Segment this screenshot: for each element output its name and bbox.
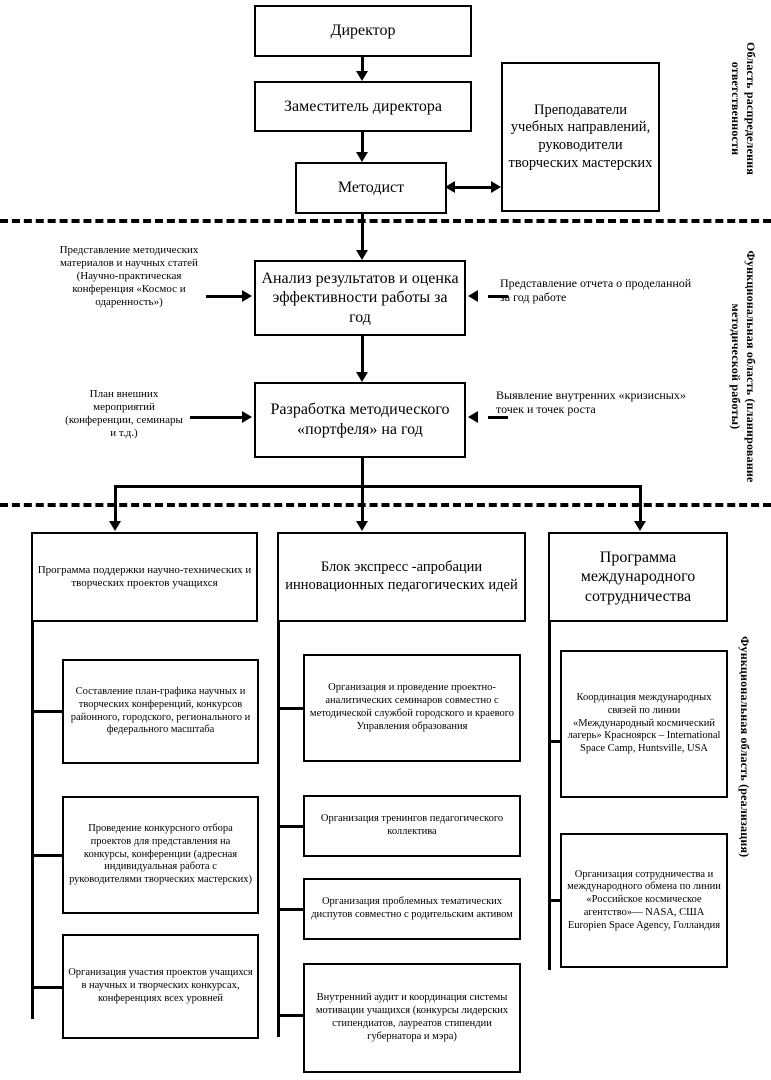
box-column-header-express-approbation-label: Блок экспресс -апробации инновационных п… (285, 559, 518, 593)
box-col1-item-3-label: Организация участия проектов учащихся в … (68, 967, 253, 1004)
box-col2-item-3[interactable]: Организация проблемных тематических дисп… (303, 878, 521, 940)
box-col1-item-1-label: Составление план-графика научных и творч… (70, 685, 251, 736)
connector-note-analysis-right (488, 295, 508, 298)
box-col2-item-1-label: Организация и проведение проектно-аналит… (309, 682, 515, 732)
arrowhead-methodist-teachers-left (445, 181, 455, 193)
box-deputy-director[interactable]: Заместитель директора (254, 81, 472, 132)
note-external-events-plan: План внешних мероприятий (конференции, с… (65, 388, 183, 439)
box-col1-item-3[interactable]: Организация участия проектов учащихся в … (62, 934, 259, 1039)
connector-col3-item-1 (548, 740, 562, 743)
box-column-header-express-approbation[interactable]: Блок экспресс -апробации инновационных п… (277, 532, 526, 622)
box-col2-item-4[interactable]: Внутренний аудит и координация системы м… (303, 963, 521, 1073)
spine-column-2 (277, 622, 280, 1037)
box-col2-item-3-label: Организация проблемных тематических дисп… (311, 896, 513, 920)
box-col1-item-2-label: Проведение конкурсного отбора проектов д… (69, 823, 252, 886)
box-methodical-portfolio-label: Разработка методического «портфеля» на г… (270, 401, 450, 438)
connector-col1-item-3 (31, 986, 64, 989)
arrowhead-methodist-analysis (356, 250, 368, 260)
connector-methodist-teachers (453, 186, 497, 189)
connector-col1-item-2 (31, 854, 64, 857)
arrowhead-note-analysis-right (468, 290, 478, 302)
box-teachers[interactable]: Преподаватели учебных направлений, руков… (501, 62, 660, 212)
arrowhead-branch-col1 (109, 521, 121, 531)
box-col3-item-1-label: Координация международных связей по лини… (567, 692, 721, 755)
box-methodist-label: Методист (337, 179, 405, 197)
box-deputy-director-label: Заместитель директора (283, 97, 443, 115)
connector-note-portfolio-left (190, 416, 244, 419)
note-crisis-growth-points: Выявление внутренних «кризисных» точек и… (496, 388, 686, 417)
side-caption-realization: Функциональная область (реализация) (738, 636, 752, 858)
arrowhead-branch-col2 (356, 521, 368, 531)
box-director[interactable]: Директор (254, 5, 472, 57)
arrowhead-methodist-teachers-right (491, 181, 501, 193)
box-column-header-support-program[interactable]: Программа поддержки научно-технических и… (31, 532, 258, 622)
connector-note-analysis-left (206, 295, 244, 298)
spine-column-3 (548, 622, 551, 970)
connector-col1-item-1 (31, 710, 64, 713)
arrowhead-note-portfolio-left (242, 411, 252, 423)
connector-branch-col3 (639, 485, 642, 525)
arrowhead-deputy-methodist (356, 152, 368, 162)
box-col2-item-2[interactable]: Организация тренингов педагогического ко… (303, 795, 521, 857)
box-col2-item-1[interactable]: Организация и проведение проектно-аналит… (303, 654, 521, 762)
box-analysis-results[interactable]: Анализ результатов и оценка эффективност… (254, 260, 466, 336)
box-column-header-international-program[interactable]: Программа международного сотрудничества (548, 532, 728, 622)
arrowhead-branch-col3 (634, 521, 646, 531)
note-year-report: Представление отчета о проделанной за го… (500, 276, 692, 305)
side-caption-responsibility: Область распределения ответственности (729, 41, 758, 176)
arrowhead-analysis-portfolio (356, 372, 368, 382)
connector-col2-item-3 (277, 908, 305, 911)
box-col2-item-4-label: Внутренний аудит и координация системы м… (315, 992, 509, 1042)
box-col1-item-2[interactable]: Проведение конкурсного отбора проектов д… (62, 796, 259, 914)
box-methodical-portfolio[interactable]: Разработка методического «портфеля» на г… (254, 382, 466, 458)
connector-branch-col1 (114, 485, 117, 525)
connector-branch-col2 (361, 485, 364, 525)
box-col2-item-2-label: Организация тренингов педагогического ко… (320, 813, 504, 837)
connector-portfolio-branch-stem (361, 458, 364, 485)
note-methodical-materials: Представление методических материалов и … (59, 244, 199, 308)
side-caption-planning: Функциональная область (планирование мет… (729, 250, 758, 483)
box-col1-item-1[interactable]: Составление план-графика научных и творч… (62, 659, 259, 764)
connector-methodist-analysis (361, 214, 364, 253)
connector-branch-bus (114, 485, 642, 488)
section-divider-2 (0, 503, 771, 507)
box-analysis-results-label: Анализ результатов и оценка эффективност… (261, 269, 459, 326)
connector-note-portfolio-right (488, 416, 508, 419)
box-director-label: Директор (330, 22, 396, 40)
arrowhead-note-portfolio-right (468, 411, 478, 423)
box-col3-item-2-label: Организация сотрудничества и международн… (567, 868, 721, 931)
connector-col2-item-4 (277, 1014, 305, 1017)
box-column-header-international-program-label: Программа международного сотрудничества (580, 548, 696, 605)
connector-col3-item-2 (548, 899, 562, 902)
connector-col2-item-2 (277, 825, 305, 828)
box-col3-item-1[interactable]: Координация международных связей по лини… (560, 650, 728, 798)
connector-col2-item-1 (277, 707, 305, 710)
box-col3-item-2[interactable]: Организация сотрудничества и международн… (560, 833, 728, 968)
box-column-header-support-program-label: Программа поддержки научно-технических и… (37, 563, 252, 589)
connector-director-deputy (361, 57, 364, 73)
spine-column-1 (31, 622, 34, 1019)
arrowhead-note-analysis-left (242, 290, 252, 302)
arrowhead-director-deputy (356, 71, 368, 81)
section-divider-1 (0, 219, 771, 223)
connector-deputy-methodist (361, 132, 364, 155)
box-teachers-label: Преподаватели учебных направлений, руков… (508, 101, 653, 171)
connector-analysis-portfolio (361, 336, 364, 375)
box-methodist[interactable]: Методист (295, 162, 447, 214)
